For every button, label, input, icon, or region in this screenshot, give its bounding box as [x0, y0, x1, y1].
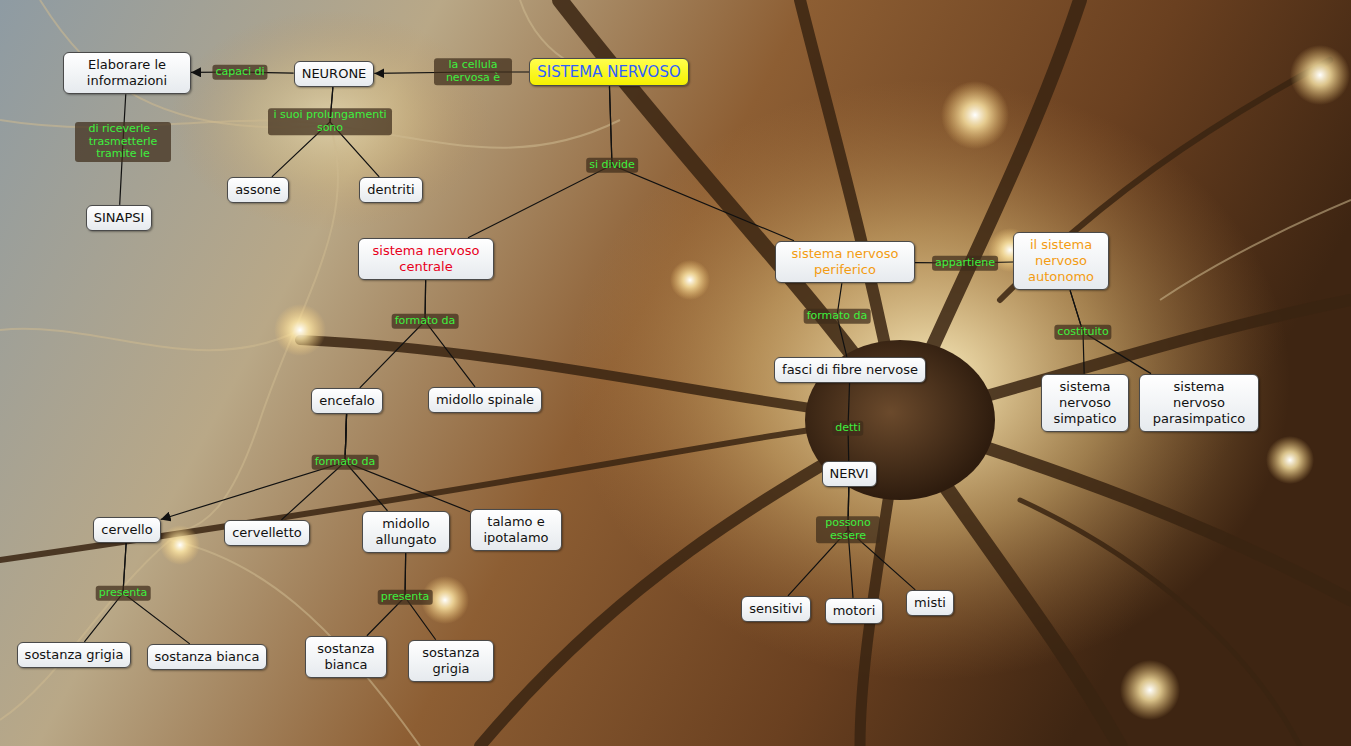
concept-text: encefalo [319, 393, 375, 409]
concept-text: fasci di fibre nervose [782, 362, 918, 378]
concept-text: sostanza bianca [155, 649, 260, 665]
link-label: di riceverle - trasmetterle tramite le [75, 122, 171, 162]
concept-text: SINAPSI [94, 210, 145, 226]
concept-text: sensitivi [749, 601, 802, 617]
concept-text: midollo spinale [436, 392, 534, 408]
connector [425, 280, 475, 387]
concept-box: assone [227, 177, 289, 203]
concept-box: motori [825, 598, 884, 624]
concept-text: sistema nervoso parasimpatico [1147, 379, 1251, 428]
concept-text: misti [914, 595, 946, 611]
link-label: la cellula nervosa è [434, 58, 512, 85]
concept-text: sostanza grigia [416, 645, 486, 678]
link-label: i suoi prolungamenti sono [268, 108, 392, 135]
glow [570, 80, 1290, 680]
concept-text: midollo allungato [370, 516, 442, 549]
concept-box: sensitivi [741, 596, 810, 622]
concept-box: fasci di fibre nervose [774, 357, 926, 383]
glow [170, 10, 490, 230]
concept-text: il sistema nervoso autonomo [1021, 237, 1101, 286]
concept-box: Elaborare le informazioni [63, 52, 191, 95]
link-label: formato da [392, 314, 459, 329]
concept-text: sistema nervoso simpatico [1049, 379, 1121, 428]
concept-text: SISTEMA NERVOSO [537, 63, 681, 82]
concept-text: NERVI [830, 466, 869, 482]
connector [360, 280, 426, 388]
link-label: appartiene [932, 256, 998, 271]
link-label: possono essere [816, 516, 880, 543]
concept-box: NEURONE [294, 61, 375, 87]
concept-box: midollo spinale [428, 387, 542, 413]
concept-text: sistema nervoso centrale [366, 243, 486, 276]
concept-box: sostanza grigia [17, 642, 132, 668]
concept-text: assone [235, 182, 281, 198]
concept-box: il sistema nervoso autonomo [1013, 232, 1109, 291]
concept-box: sostanza bianca [147, 644, 268, 670]
concept-box: sistema nervoso parasimpatico [1139, 374, 1259, 433]
concept-box: sostanza grigia [408, 640, 494, 683]
concept-box: sostanza bianca [305, 636, 387, 679]
concept-box: misti [906, 590, 954, 616]
link-label: si divide [586, 158, 638, 173]
synapse-glows [160, 45, 1350, 720]
concept-box: encefalo [311, 388, 383, 414]
concept-box: sistema nervoso periferico [775, 241, 915, 284]
link-label: costituito [1054, 325, 1111, 340]
concept-text: cervello [101, 522, 152, 538]
concept-text: dentriti [367, 182, 414, 198]
concept-text: NEURONE [302, 66, 367, 82]
concept-text: talamo e ipotalamo [478, 514, 554, 547]
concept-box: SISTEMA NERVOSO [529, 58, 689, 87]
concept-box: cervello [93, 517, 160, 543]
concept-box: cervelletto [224, 520, 310, 546]
concept-box: sistema nervoso simpatico [1041, 374, 1129, 433]
link-label: presenta [96, 586, 151, 601]
concept-text: sostanza grigia [25, 647, 124, 663]
concept-text: Elaborare le informazioni [71, 57, 183, 90]
concept-box: SINAPSI [86, 205, 153, 231]
concept-text: cervelletto [232, 525, 302, 541]
link-label: capaci di [212, 65, 267, 80]
concept-box: NERVI [822, 461, 877, 487]
concept-text: sistema nervoso periferico [783, 246, 907, 279]
link-label: presenta [378, 590, 433, 605]
link-label: formato da [312, 455, 379, 470]
link-label: detti [832, 421, 863, 436]
concept-box: dentriti [359, 177, 422, 203]
concept-box: talamo e ipotalamo [470, 509, 562, 552]
link-label: formato da [804, 309, 871, 324]
concept-box: midollo allungato [362, 511, 450, 554]
concept-box: sistema nervoso centrale [358, 238, 494, 281]
concept-text: sostanza bianca [313, 641, 379, 674]
concept-text: motori [833, 603, 876, 619]
